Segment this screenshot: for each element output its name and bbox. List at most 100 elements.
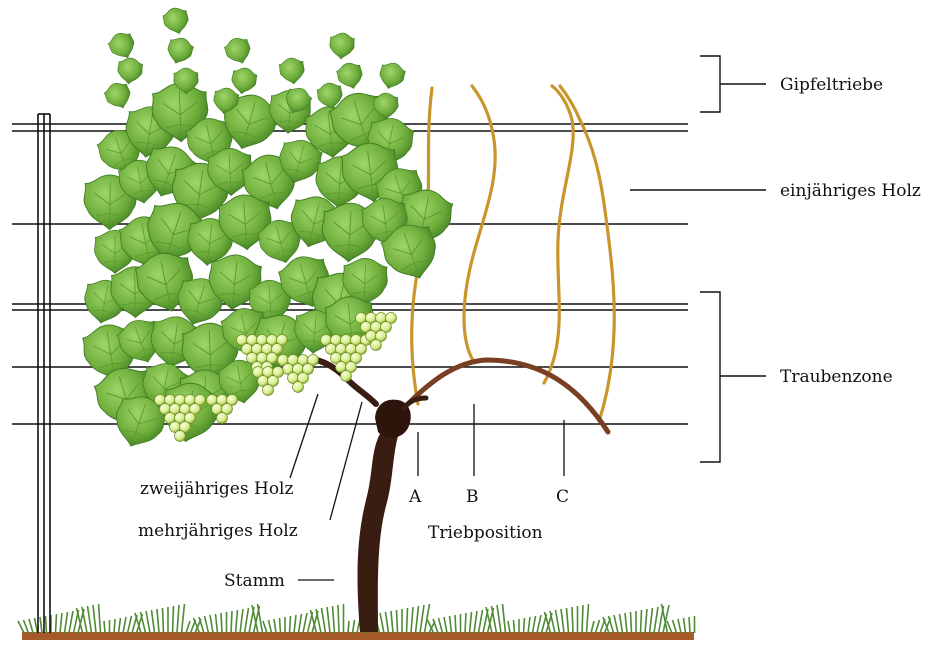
grass-blade bbox=[386, 612, 389, 633]
grass-blade bbox=[119, 618, 121, 633]
grape-berry bbox=[293, 382, 304, 393]
grass-blade bbox=[650, 608, 653, 633]
grass-blade bbox=[316, 609, 321, 633]
grass-blade bbox=[236, 610, 238, 633]
grass-blade bbox=[439, 618, 443, 633]
shoot-tip-leaf bbox=[164, 35, 195, 67]
pointers-left bbox=[290, 394, 564, 580]
grass-blade bbox=[231, 611, 232, 633]
grass-blade bbox=[407, 608, 408, 633]
grass-blade bbox=[591, 621, 594, 633]
grass-blade bbox=[497, 605, 501, 633]
grass-blade bbox=[614, 615, 618, 633]
grass-blade bbox=[479, 610, 483, 633]
grass-blade bbox=[299, 614, 302, 633]
grass-blade bbox=[684, 618, 686, 633]
grass-blade bbox=[280, 618, 281, 633]
grass-blade bbox=[163, 608, 164, 633]
grass-blade bbox=[391, 611, 393, 633]
shoot-tip-leaf bbox=[161, 6, 191, 37]
grass-blade bbox=[561, 609, 564, 633]
grass-blade bbox=[245, 608, 249, 633]
label-gipfeltriebe: Gipfeltriebe bbox=[780, 75, 883, 95]
grass-blade bbox=[65, 612, 68, 633]
label-einjaehriges-holz: einjähriges Holz bbox=[780, 181, 921, 201]
grass-blade bbox=[444, 617, 447, 633]
grass-blade bbox=[205, 616, 209, 633]
grass-blade bbox=[69, 611, 73, 633]
grape-berry bbox=[371, 340, 382, 351]
grass-blade bbox=[550, 611, 555, 633]
shoot-tip-leaf bbox=[116, 57, 143, 85]
pointer-zweijaehriges-holz bbox=[290, 394, 318, 478]
label-traubenzone: Traubenzone bbox=[780, 367, 893, 387]
grass-blade bbox=[221, 613, 222, 633]
shoot-tip-leaf bbox=[278, 56, 306, 85]
grass-blade bbox=[673, 620, 677, 633]
grass-blade bbox=[56, 614, 57, 633]
grass-blade bbox=[128, 616, 132, 633]
soil-strip bbox=[22, 632, 694, 640]
grass-blade bbox=[88, 606, 92, 633]
grass-blade bbox=[173, 606, 174, 633]
shoot-tip-leaf bbox=[376, 60, 407, 92]
grass-blade bbox=[322, 608, 326, 633]
grass-blade bbox=[556, 610, 560, 633]
grass-blade bbox=[503, 604, 506, 633]
grass-blade bbox=[416, 606, 419, 633]
grass-blade bbox=[182, 604, 185, 633]
grass-blade bbox=[625, 613, 627, 633]
grass-blade bbox=[524, 618, 525, 633]
grass-strip bbox=[18, 604, 695, 633]
grass-blade bbox=[450, 616, 452, 633]
grass-blade bbox=[596, 620, 600, 633]
grass-blade bbox=[465, 613, 466, 633]
grass-blade bbox=[620, 614, 623, 633]
grass-blade bbox=[210, 615, 213, 633]
grape-berry bbox=[175, 431, 186, 442]
grass-blade bbox=[240, 609, 243, 633]
label-position-a: A bbox=[408, 487, 422, 507]
label-stamm: Stamm bbox=[224, 571, 285, 591]
grass-blade bbox=[678, 619, 681, 633]
one-year-canes bbox=[412, 86, 615, 418]
grass-blade bbox=[29, 619, 33, 633]
ground bbox=[18, 604, 695, 640]
grass-blade bbox=[60, 613, 62, 633]
grass-blade bbox=[99, 604, 101, 633]
grass-blade bbox=[470, 612, 472, 633]
grass-blade bbox=[455, 615, 456, 633]
grass-blade bbox=[567, 608, 569, 633]
shoot-tip-leaf bbox=[102, 79, 134, 112]
grass-blade bbox=[46, 616, 47, 633]
label-position-b: B bbox=[466, 487, 479, 507]
grape-berry bbox=[341, 371, 352, 382]
grass-blade bbox=[18, 621, 24, 633]
grass-blade bbox=[582, 605, 583, 633]
label-mehrjaehriges-holz: mehrjähriges Holz bbox=[138, 521, 298, 541]
grass-blade bbox=[528, 617, 530, 633]
grass-blade bbox=[420, 605, 424, 633]
grass-blade bbox=[397, 610, 398, 633]
grass-blade bbox=[333, 606, 335, 633]
grass-blade bbox=[40, 617, 42, 633]
grass-blade bbox=[348, 621, 349, 633]
cordon-arm bbox=[408, 360, 608, 432]
cane-d bbox=[560, 86, 614, 418]
grass-blade bbox=[508, 621, 510, 633]
grass-blade bbox=[35, 618, 38, 633]
grass-blade bbox=[411, 607, 413, 633]
grass-blade bbox=[186, 621, 190, 633]
label-zweijaehriges-holz: zweijähriges Holz bbox=[140, 479, 293, 499]
grass-blade bbox=[572, 607, 573, 633]
grass-blade bbox=[689, 617, 690, 633]
shoot-tip-leaf bbox=[329, 32, 355, 60]
grass-blade bbox=[537, 615, 541, 633]
grass-blade bbox=[263, 621, 267, 633]
grass-blade bbox=[425, 604, 430, 633]
grass-blade bbox=[514, 620, 515, 633]
grass-blade bbox=[294, 615, 296, 633]
grass-blade bbox=[380, 613, 384, 633]
grass-blade bbox=[492, 606, 497, 633]
grass-blade bbox=[433, 619, 438, 633]
